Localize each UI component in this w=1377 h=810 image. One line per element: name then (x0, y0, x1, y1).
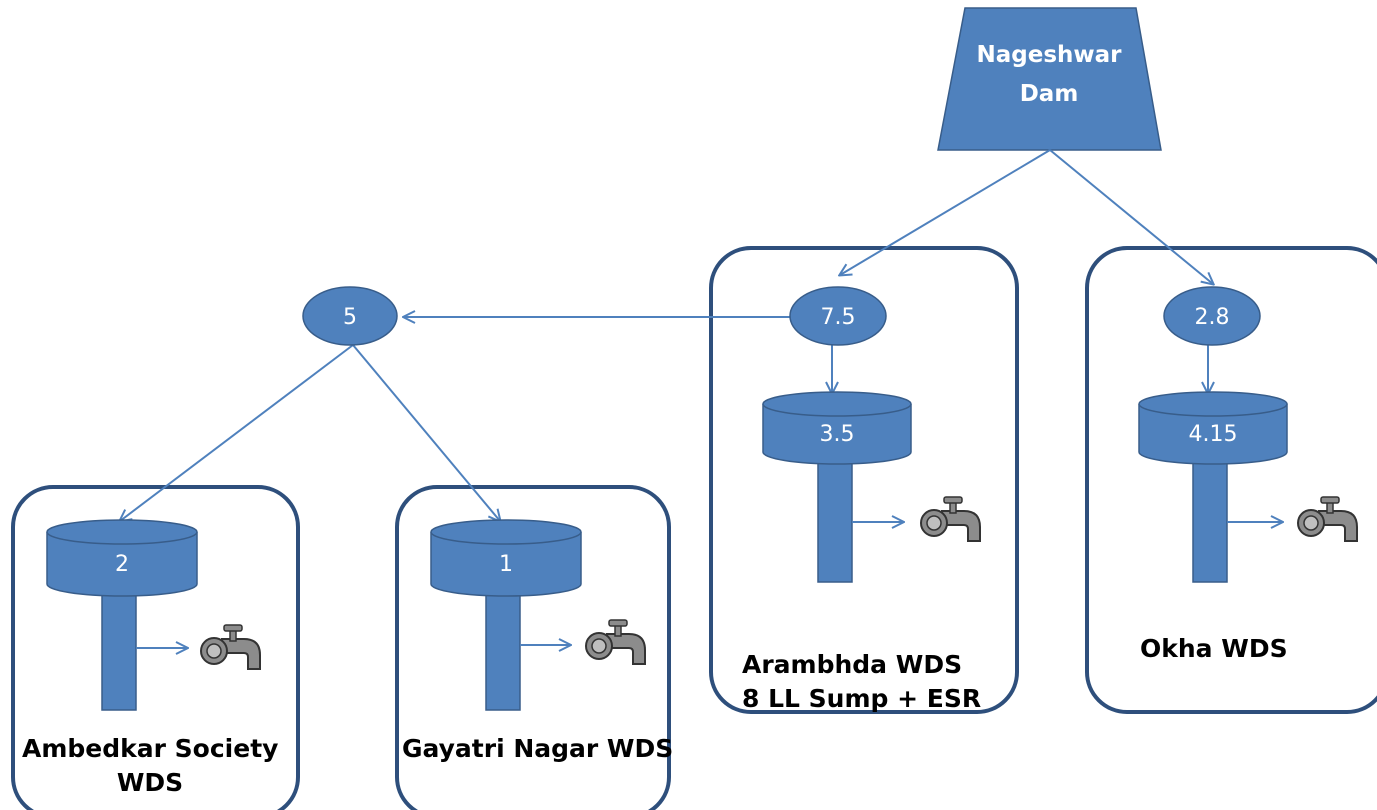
zone-box-arambhda (709, 246, 1019, 714)
arrow-dam-to-okha (1049, 149, 1213, 284)
arrow-dam-to-arambhda (840, 149, 1051, 275)
zone-label-gayatri-line1: Gayatri Nagar WDS (402, 734, 674, 763)
zone-label-ambedkar-line1: Ambedkar Society (22, 734, 279, 763)
zone-label-okha-line1: Okha WDS (1140, 634, 1288, 663)
junction-left-label: 5 (343, 305, 357, 330)
zone-label-arambhda: Arambhda WDS 8 LL Sump + ESR (742, 648, 981, 716)
junction-okha-label: 2.8 (1195, 305, 1230, 330)
junction-arambhda-label: 7.5 (821, 305, 856, 330)
tap-icon (1297, 496, 1358, 542)
junction-left (302, 286, 398, 346)
tap-icon (920, 496, 981, 542)
tank-ambedkar-label: 2 (115, 552, 129, 577)
dam-shape (937, 7, 1162, 151)
junction-okha (1163, 286, 1261, 346)
tank-okha-label: 4.15 (1189, 422, 1238, 447)
tank-arambhda-label: 3.5 (820, 422, 855, 447)
zone-box-okha (1085, 246, 1377, 714)
zone-label-arambhda-line2: 8 LL Sump + ESR (742, 684, 982, 713)
zone-label-ambedkar: Ambedkar Society WDS (22, 732, 278, 800)
junction-arambhda (789, 286, 887, 346)
tap-icon (585, 619, 646, 665)
zone-label-okha: Okha WDS (1140, 632, 1288, 666)
tank-gayatri: 1 (430, 519, 582, 711)
zone-label-arambhda-line1: Arambhda WDS (742, 650, 963, 679)
zone-label-gayatri: Gayatri Nagar WDS (402, 732, 674, 766)
zone-box-gayatri (395, 485, 671, 810)
tank-okha: 4.15 (1138, 391, 1288, 583)
tank-ambedkar: 2 (46, 519, 198, 711)
tank-gayatri-label: 1 (499, 552, 513, 577)
dam-label-line1: Nageshwar (976, 42, 1122, 68)
zone-box-ambedkar (11, 485, 300, 810)
tap-icon (200, 624, 261, 670)
arrow-junction-to-gayatri (352, 344, 500, 521)
dam-label-line2: Dam (1020, 81, 1079, 107)
zone-label-ambedkar-line2: WDS (116, 768, 184, 797)
arrow-junction-to-ambedkar (120, 344, 354, 521)
tank-arambhda: 3.5 (762, 391, 912, 583)
